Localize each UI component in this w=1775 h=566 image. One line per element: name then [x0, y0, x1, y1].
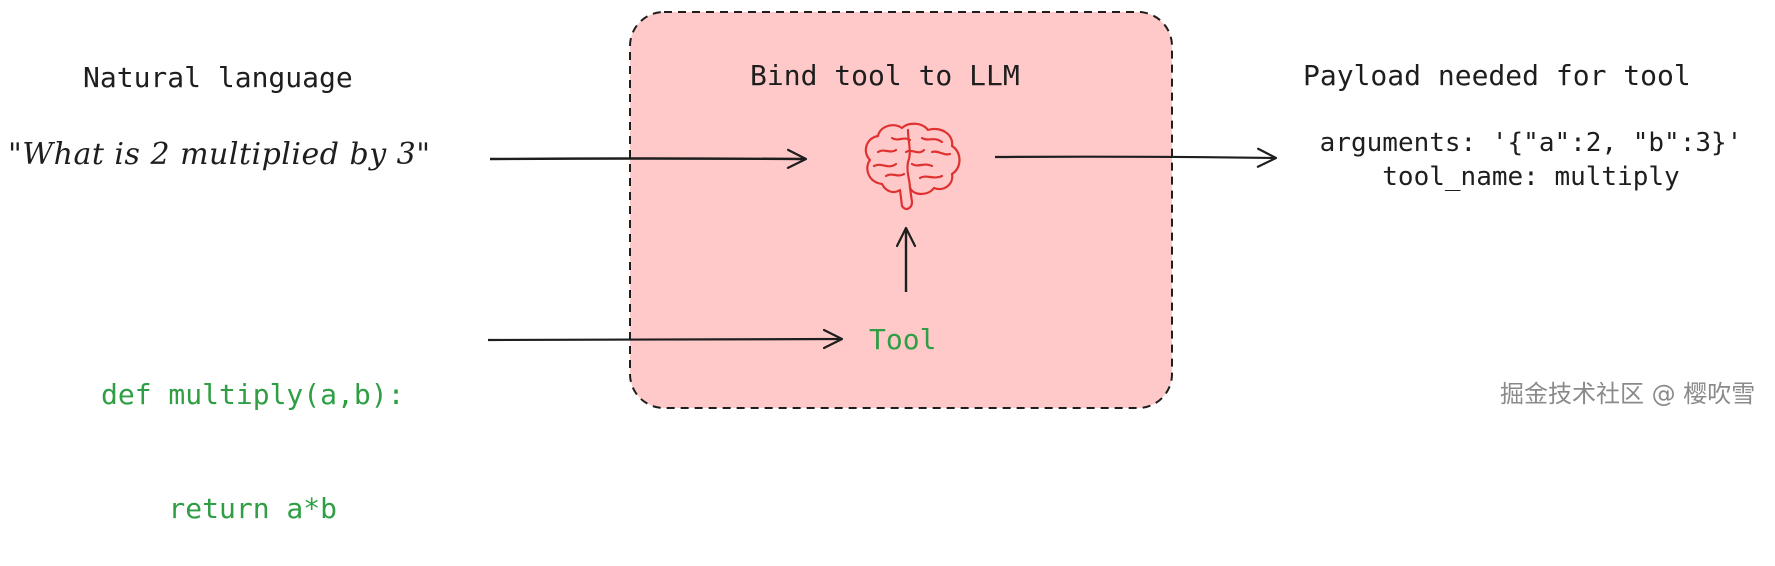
payload-tool-name-line: tool_name: multiply: [1382, 162, 1680, 192]
payload-block: arguments: '{"a":2, "b":3}' tool_name: m…: [1296, 126, 1766, 194]
bind-tool-box: [629, 11, 1173, 409]
payload-arguments-line: arguments: '{"a":2, "b":3}': [1319, 128, 1743, 158]
code-line-def: def multiply(a,b):: [101, 378, 405, 411]
bind-tool-title: Bind tool to LLM: [750, 59, 1020, 92]
question-text: "What is 2 multiplied by 3": [8, 137, 431, 172]
tool-label: Tool: [869, 323, 937, 356]
diagram-canvas: [487, 11, 1278, 409]
payload-heading: Payload needed for tool: [1303, 59, 1691, 92]
brain-icon: [864, 122, 961, 211]
arrow-brain-to-payload: [994, 147, 1278, 168]
code-snippet: def multiply(a,b): return a*b: [101, 300, 404, 566]
arrow-question-to-brain: [489, 148, 808, 169]
watermark-text: 掘金技术社区 @ 樱吹雪: [1500, 380, 1756, 408]
arrow-code-to-tool: [487, 328, 844, 350]
code-line-return: return a*b: [101, 492, 338, 525]
natural-language-heading: Natural language: [83, 61, 353, 94]
